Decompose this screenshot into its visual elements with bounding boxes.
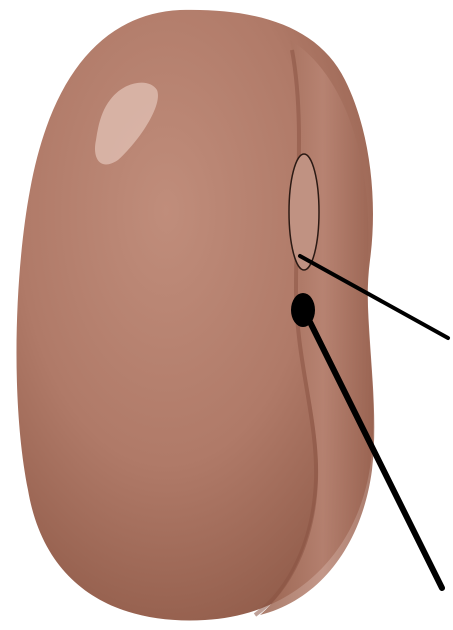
- hilum-marker: [289, 154, 319, 270]
